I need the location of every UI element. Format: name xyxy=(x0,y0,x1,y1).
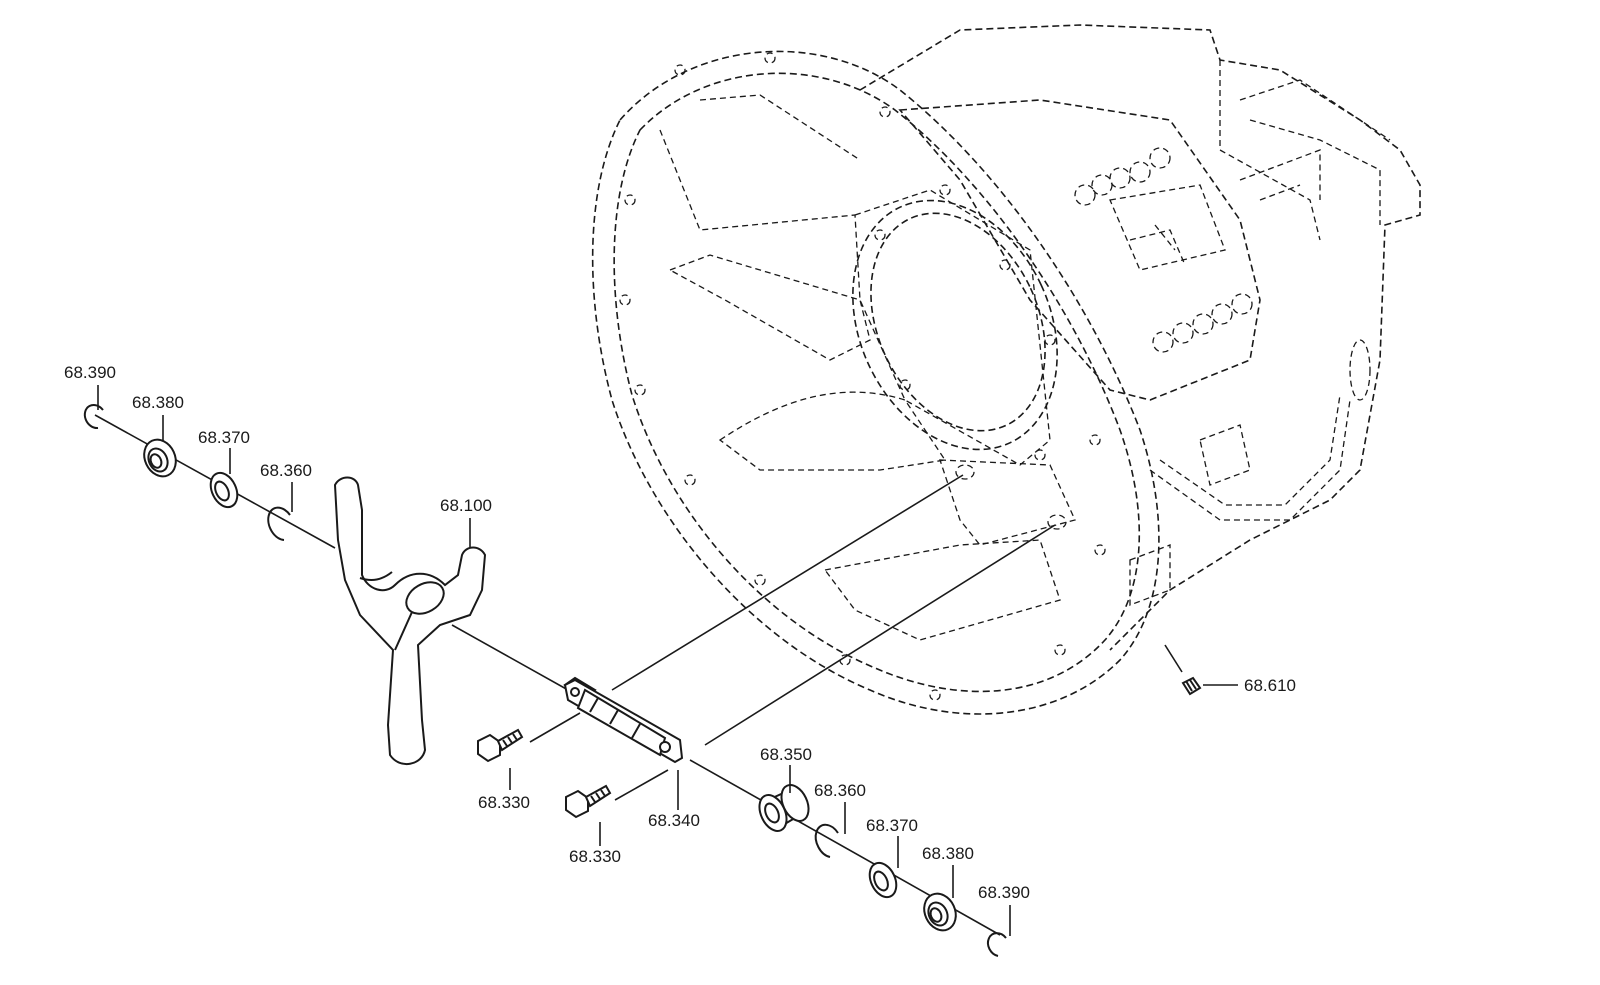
callout-68-350: 68.350 xyxy=(760,745,812,764)
circlip-right xyxy=(986,932,1007,957)
callout-68-380-left: 68.380 xyxy=(132,393,184,412)
bolt-a xyxy=(477,728,524,763)
fork-shaft xyxy=(563,676,684,764)
seal-right xyxy=(923,892,957,932)
callout-68-390-left: 68.390 xyxy=(64,363,116,382)
housing-bell-bore-inner xyxy=(870,212,1046,432)
axis-shaft-lower xyxy=(704,524,1056,746)
screw-plug xyxy=(1181,676,1202,696)
callout-68-380-right: 68.380 xyxy=(922,844,974,863)
axis-shaft-upper xyxy=(611,474,964,691)
callout-68-360-left: 68.360 xyxy=(260,461,312,480)
housing-pipe xyxy=(1149,394,1351,521)
needle-bearing xyxy=(758,784,810,832)
housing-rib-left xyxy=(668,254,871,361)
housing-side-plate xyxy=(1199,424,1251,486)
washer-left xyxy=(209,471,239,509)
housing-rib-base xyxy=(823,539,1061,641)
shift-fork xyxy=(333,476,487,765)
housing-bolt-row-lower xyxy=(1152,293,1253,353)
circlip-left xyxy=(83,403,104,430)
callout-68-100: 68.100 xyxy=(440,496,492,515)
bolt-b xyxy=(565,784,612,819)
housing-bearing-bore-upper xyxy=(955,464,975,480)
housing-side-slot xyxy=(1349,339,1371,401)
circlip-ring-right xyxy=(814,823,839,858)
housing-rear-body xyxy=(859,24,1421,651)
clutch-housing xyxy=(591,24,1421,715)
callout-68-370-right: 68.370 xyxy=(866,816,918,835)
housing-pocket xyxy=(939,459,1076,546)
housing-bore-flange xyxy=(854,189,1051,466)
housing-bearing-bore-lower xyxy=(1047,514,1067,530)
axis-plug xyxy=(1164,644,1183,673)
washer-right xyxy=(868,861,898,899)
callout-68-330-a: 68.330 xyxy=(478,793,530,812)
housing-window xyxy=(1109,184,1226,271)
callout-68-360-right: 68.360 xyxy=(814,781,866,800)
housing-lower-tab xyxy=(1129,544,1171,606)
leader-lines xyxy=(97,385,1238,936)
housing-outer-flange xyxy=(591,50,1160,715)
assembly-axes xyxy=(94,414,1183,936)
housing-side-block xyxy=(898,99,1261,401)
axis-bolt-b xyxy=(614,769,669,801)
callout-68-340: 68.340 xyxy=(648,811,700,830)
housing-flange-holes xyxy=(619,52,1106,701)
housing-rib-lower xyxy=(718,391,947,471)
axis-main-mid xyxy=(451,624,578,696)
housing-rear-top xyxy=(1219,60,1391,241)
housing-bolt-row-upper xyxy=(1074,147,1171,206)
housing-rib-upper xyxy=(659,94,861,231)
callout-labels: 68.390 68.380 68.370 68.360 68.100 68.33… xyxy=(64,363,1296,902)
callout-68-390-right: 68.390 xyxy=(978,883,1030,902)
housing-inner-flange xyxy=(613,72,1141,693)
seal-left xyxy=(143,438,177,478)
callout-68-370-left: 68.370 xyxy=(198,428,250,447)
callout-68-330-b: 68.330 xyxy=(569,847,621,866)
housing-bell-bore xyxy=(852,199,1058,451)
axis-bolt-a xyxy=(529,712,581,743)
circlip-ring-left xyxy=(267,506,291,541)
housing-rear-box xyxy=(1239,149,1321,201)
callout-68-610: 68.610 xyxy=(1244,676,1296,695)
